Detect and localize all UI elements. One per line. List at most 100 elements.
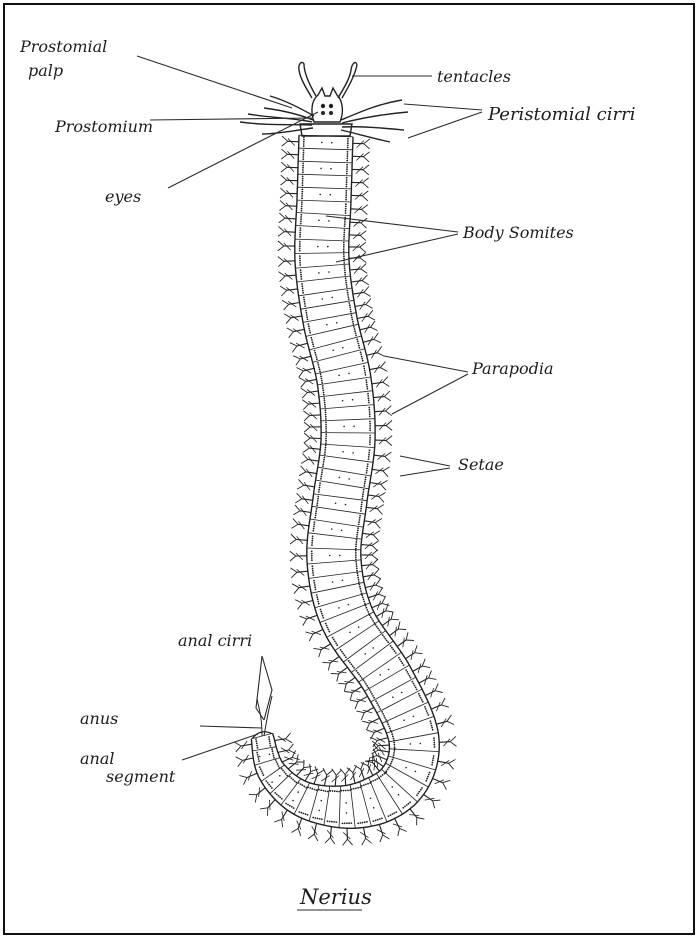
somite-dot bbox=[364, 476, 367, 479]
somite-dot bbox=[354, 332, 357, 335]
seta bbox=[342, 838, 348, 846]
seta bbox=[373, 574, 381, 580]
parapodium bbox=[374, 410, 386, 413]
seta bbox=[296, 769, 307, 771]
somite-dot bbox=[356, 340, 359, 343]
seta bbox=[405, 632, 409, 641]
seta bbox=[281, 140, 289, 147]
somite-dot bbox=[355, 565, 358, 568]
segment-boundary bbox=[326, 611, 374, 638]
somite-dot bbox=[370, 691, 372, 693]
label-prostomial-palp: Prostomial bbox=[19, 37, 107, 56]
somite-dot bbox=[343, 231, 346, 234]
seta bbox=[279, 275, 286, 283]
seta bbox=[303, 766, 312, 769]
segment-boundary bbox=[359, 781, 372, 827]
somite-dot bbox=[357, 527, 359, 530]
seta bbox=[359, 257, 367, 263]
peristomial-cirrus-right-1 bbox=[340, 99, 403, 121]
somite-dot bbox=[343, 267, 346, 270]
seta bbox=[303, 432, 311, 439]
somite-dot bbox=[325, 435, 327, 438]
parapodium bbox=[371, 381, 383, 385]
somite-dot bbox=[279, 796, 281, 799]
somite-dot bbox=[362, 679, 365, 682]
seta bbox=[371, 540, 379, 546]
seta bbox=[296, 492, 303, 500]
seta bbox=[289, 555, 297, 562]
somite-dot bbox=[360, 355, 363, 358]
somite-dot bbox=[298, 243, 301, 245]
somite-dot bbox=[344, 207, 347, 210]
somite-dot bbox=[415, 688, 418, 691]
somite-dot bbox=[279, 775, 281, 777]
somite-dot bbox=[303, 298, 306, 301]
somite-dot bbox=[325, 624, 328, 627]
somite-dot bbox=[310, 550, 313, 553]
somite-dot bbox=[367, 611, 370, 613]
somite-dot bbox=[389, 764, 391, 767]
seta bbox=[279, 192, 287, 199]
seta bbox=[377, 352, 385, 357]
seta bbox=[301, 392, 308, 399]
somite-dot bbox=[356, 671, 359, 674]
somite-dot bbox=[365, 606, 368, 609]
seta bbox=[361, 280, 369, 286]
somite-dot bbox=[321, 382, 324, 384]
somite-dot bbox=[320, 799, 323, 802]
somite-dot bbox=[345, 203, 347, 206]
somite-dot bbox=[301, 179, 304, 182]
somite-dot bbox=[358, 346, 361, 349]
parapodium bbox=[367, 494, 379, 498]
segment-boundary bbox=[294, 252, 349, 254]
somite-dot bbox=[342, 253, 345, 256]
somite-dot bbox=[302, 166, 304, 169]
somite-dot bbox=[374, 624, 377, 626]
somite-dot bbox=[433, 737, 435, 740]
seta bbox=[278, 271, 286, 277]
seta bbox=[367, 519, 376, 526]
segment-boundary bbox=[297, 186, 352, 190]
somite-dot bbox=[360, 353, 362, 356]
seta bbox=[298, 479, 305, 486]
seta bbox=[300, 387, 308, 393]
segment-boundary bbox=[386, 716, 435, 734]
somite-dot bbox=[323, 401, 326, 404]
somite-dot bbox=[334, 502, 337, 505]
seta bbox=[363, 151, 370, 158]
somite-dot bbox=[368, 408, 371, 411]
seta bbox=[307, 833, 315, 840]
somite-dot bbox=[314, 354, 317, 356]
segment-boundary bbox=[302, 312, 357, 323]
tentacle-left bbox=[298, 61, 317, 99]
somite-dot bbox=[363, 821, 366, 824]
label-prostomium: Prostomium bbox=[54, 117, 153, 136]
parapodium bbox=[439, 741, 451, 743]
parapodium bbox=[374, 759, 384, 768]
seta bbox=[382, 376, 389, 383]
somite-dot bbox=[354, 330, 356, 333]
somite-dot bbox=[340, 529, 343, 532]
somite-dot bbox=[298, 255, 301, 257]
somite-dot bbox=[312, 572, 314, 574]
seta bbox=[434, 779, 445, 785]
parapodium bbox=[296, 342, 308, 347]
seta bbox=[302, 403, 310, 410]
somite-dot bbox=[301, 784, 304, 787]
segment-boundary bbox=[315, 362, 369, 375]
somite-dot bbox=[324, 444, 327, 447]
seta bbox=[359, 252, 367, 259]
somite-dot bbox=[315, 356, 318, 358]
somite-dot bbox=[318, 486, 321, 489]
somite-dot bbox=[259, 768, 262, 770]
somite-dot bbox=[324, 449, 327, 451]
somite-dot bbox=[339, 554, 341, 557]
seta bbox=[303, 442, 310, 449]
somite-dot bbox=[355, 538, 358, 541]
seta bbox=[311, 630, 322, 636]
segment-boundary bbox=[269, 772, 293, 795]
parapodium bbox=[378, 824, 384, 836]
parapodium bbox=[298, 523, 310, 527]
segment-boundary bbox=[319, 454, 374, 463]
parapodium bbox=[352, 772, 356, 784]
